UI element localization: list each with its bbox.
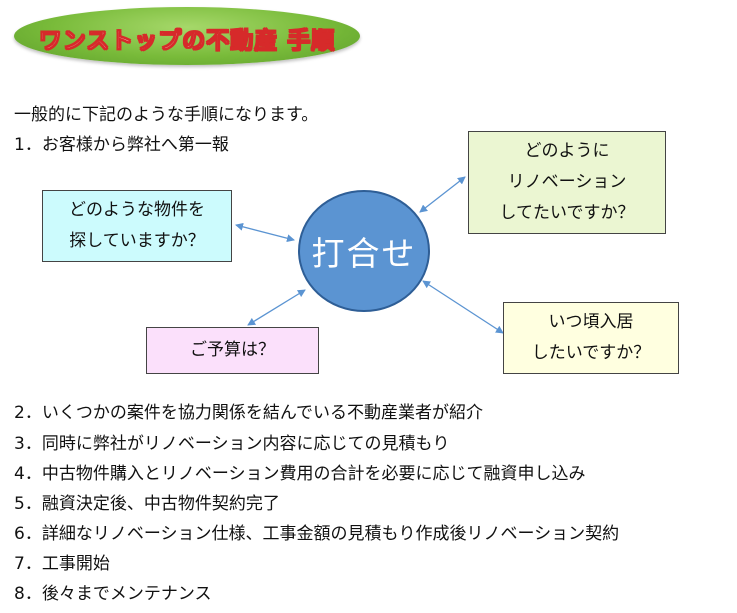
step-2: 2．いくつかの案件を協力関係を結んでいる不動産業者が紹介 xyxy=(14,403,483,423)
step-6: 6．詳細なリノベーション仕様、工事金額の見積もり作成後リノベーション契約 xyxy=(14,524,620,544)
step-4: 4．中古物件購入とリノベーション費用の合計を必要に応じて融資申し込み xyxy=(14,464,586,484)
step-1: 1．お客様から弊社へ第一報 xyxy=(14,135,229,155)
page-title: ワンストップの不動産 手順 xyxy=(38,28,336,55)
arrow-to-movein xyxy=(422,280,504,334)
meeting-circle: 打合せ xyxy=(298,190,430,312)
arrow-to-budget xyxy=(247,289,306,326)
meeting-label: 打合せ xyxy=(311,234,417,273)
arrow-to-property xyxy=(235,222,295,243)
intro-text: 一般的に下記のような手順になります。 xyxy=(14,105,319,125)
step-3: 3．同時に弊社がリノベーション内容に応じての見積もり xyxy=(14,434,450,454)
step-5: 5．融資決定後、中古物件契約完了 xyxy=(14,494,280,514)
step-8: 8．後々までメンテナンス xyxy=(14,584,212,604)
question-movein-box: いつ頃入居 したいですか？ xyxy=(503,302,679,374)
arrow-to-renovation xyxy=(419,176,466,213)
title-banner: ワンストップの不動産 手順 xyxy=(14,7,360,65)
step-7: 7．工事開始 xyxy=(14,554,110,574)
question-property-box: どのような物件を 探していますか？ xyxy=(42,190,232,262)
question-renovation-box: どのように リノベーション してたいですか？ xyxy=(468,131,666,234)
question-budget-box: ご予算は？ xyxy=(146,327,319,374)
